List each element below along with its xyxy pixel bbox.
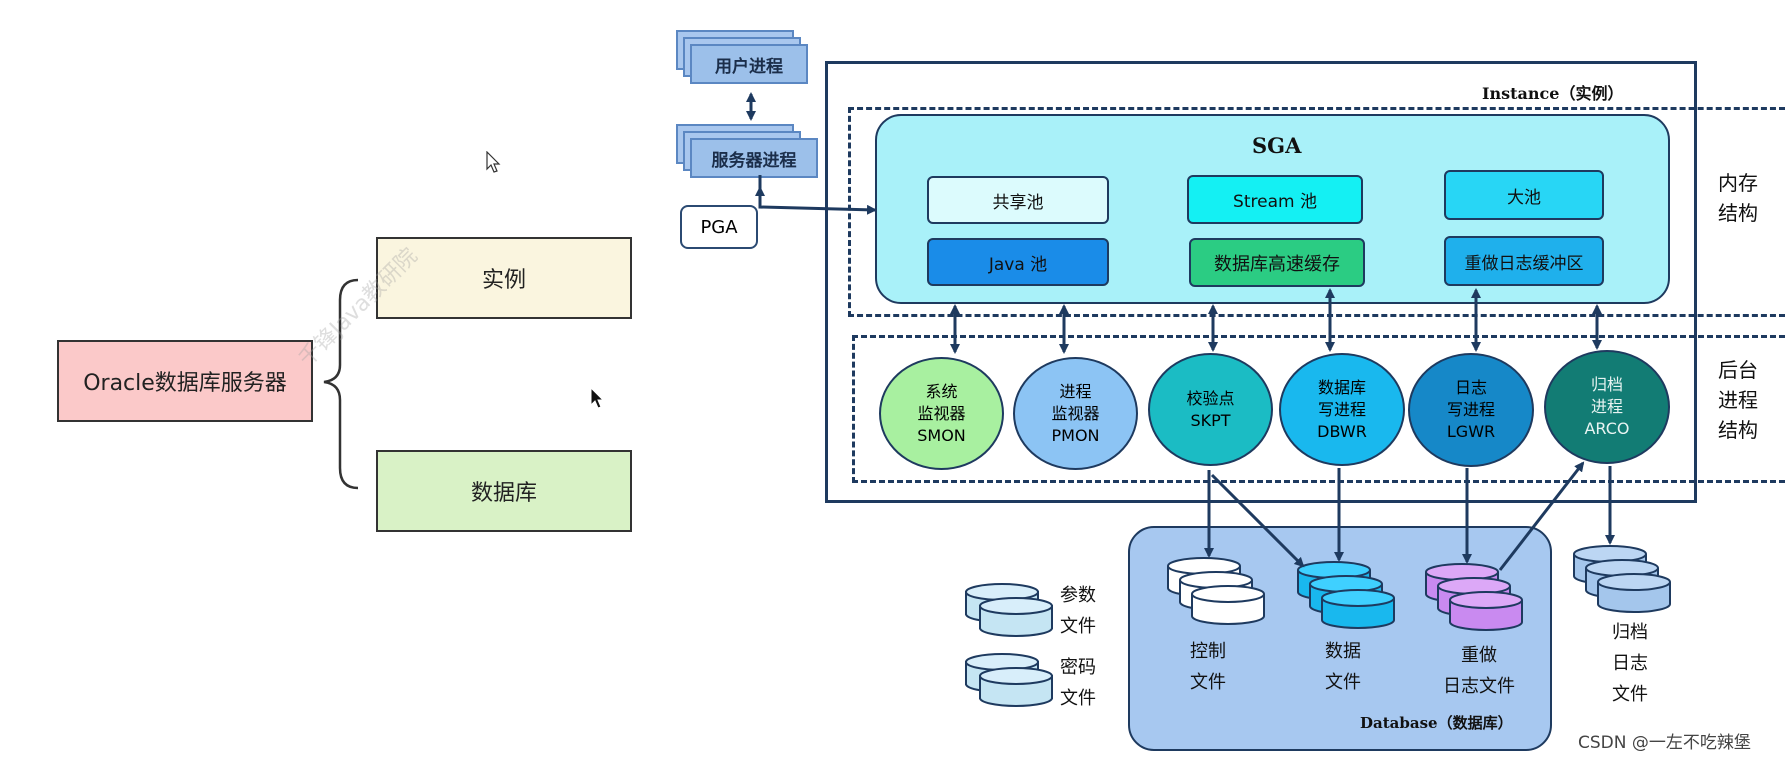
database-label: 数据库: [470, 481, 537, 506]
cursor-arrow-icon: [590, 387, 605, 409]
pga-label: PGA: [700, 216, 738, 238]
stream-pool: Stream 池: [1187, 175, 1363, 224]
cursor-outline-icon: [486, 151, 501, 173]
user-process-stack: 用户进程: [676, 30, 816, 92]
shared-pool-label: 共享池: [992, 192, 1044, 213]
redo-log-buffer: 重做日志缓冲区: [1444, 236, 1604, 286]
oracle-server-box: Oracle数据库服务器: [57, 340, 313, 422]
database-box: 数据库: [376, 450, 632, 532]
password-file-label: 密码文件: [1060, 657, 1096, 709]
shared-pool: 共享池: [927, 176, 1109, 224]
oracle-server-label: Oracle数据库服务器: [83, 371, 287, 396]
instance-label: 实例: [481, 268, 526, 293]
instance-title: Instance（实例）: [1482, 84, 1624, 103]
memory-region: [848, 107, 1785, 317]
server-process-stack: 服务器进程: [676, 124, 818, 186]
user-process-label: 用户进程: [690, 44, 808, 84]
control-file-label: 控制文件: [1190, 641, 1226, 693]
database-title: Database（数据库）: [1360, 714, 1513, 732]
pga-box: PGA: [680, 205, 758, 249]
background-region: [852, 335, 1785, 483]
archive-log-file-label: 归档日志文件: [1612, 622, 1648, 705]
redo-log-buffer-label: 重做日志缓冲区: [1464, 253, 1584, 274]
buffer-cache: 数据库高速缓存: [1189, 238, 1365, 287]
instance-frame: [825, 61, 1697, 503]
csdn-credit: CSDN @一左不吃辣堡: [1578, 733, 1751, 753]
param-file-label: 参数文件: [1060, 585, 1096, 637]
memory-structure-label: 内存结构: [1718, 171, 1758, 225]
sga-title: SGA: [1252, 133, 1302, 158]
stream-pool-label: Stream 池: [1233, 192, 1317, 212]
brace: [323, 278, 359, 490]
server-process-label: 服务器进程: [690, 138, 818, 178]
redo-log-file-label: 重做日志文件: [1443, 645, 1515, 697]
large-pool: 大池: [1444, 170, 1604, 220]
buffer-cache-label: 数据库高速缓存: [1214, 253, 1340, 275]
large-pool-label: 大池: [1507, 187, 1541, 208]
java-pool: Java 池: [927, 238, 1109, 286]
background-process-label: 后台进程结构: [1718, 358, 1758, 442]
java-pool-label: Java 池: [988, 254, 1048, 275]
data-file-label: 数据文件: [1325, 641, 1361, 693]
instance-box: 实例: [376, 237, 632, 319]
